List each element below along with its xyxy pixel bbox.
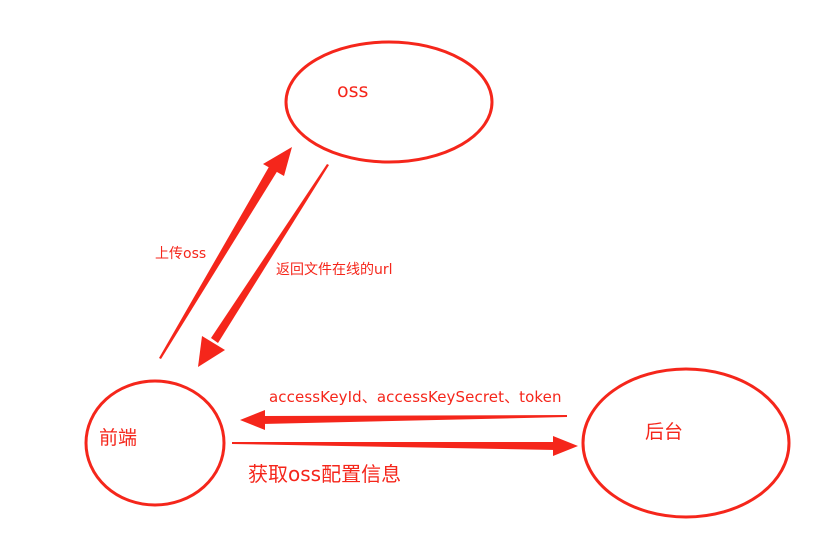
node-backend	[581, 367, 791, 519]
arrow-return-url	[198, 164, 329, 367]
node-frontend-label: 前端	[99, 427, 138, 449]
edge-upload-label: 上传oss	[155, 246, 207, 262]
edge-get-config-label: 获取oss配置信息	[248, 462, 402, 486]
node-oss-label: oss	[337, 80, 369, 102]
edge-credentials-label: accessKeyId、accessKeySecret、token	[269, 388, 562, 406]
arrow-get-config	[232, 436, 578, 456]
node-backend-label: 后台	[645, 421, 684, 443]
edge-return-url-label: 返回文件在线的url	[276, 262, 393, 278]
node-frontend	[84, 379, 226, 507]
arrow-upload	[159, 147, 292, 359]
arrow-credentials	[240, 410, 567, 430]
node-oss	[284, 40, 494, 164]
